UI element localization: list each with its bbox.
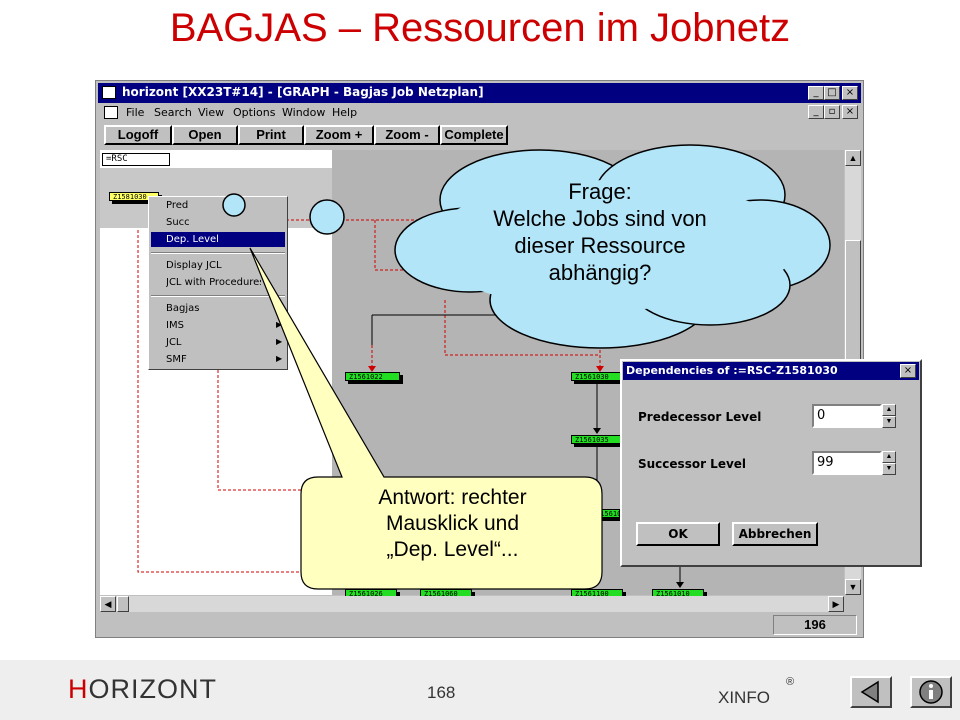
submenu-arrow-icon: ▶ <box>276 354 283 363</box>
scroll-right-button[interactable]: ▶ <box>828 596 844 612</box>
resource-search-field[interactable]: =RSC <box>102 153 170 166</box>
menu-file[interactable]: File <box>126 106 145 119</box>
child-minimize-button[interactable]: _ <box>808 105 824 119</box>
menu-item-display-jcl[interactable]: Display JCL <box>166 260 222 271</box>
horizont-logo: HORIZONT <box>68 674 217 704</box>
thought-dot <box>309 199 345 235</box>
menu-options[interactable]: Options <box>233 106 276 119</box>
dep-line <box>137 230 305 573</box>
menu-item-ims[interactable]: IMS <box>166 320 184 331</box>
context-menu-highlight <box>151 232 285 247</box>
print-button[interactable]: Print <box>238 125 304 145</box>
menu-item-smf[interactable]: SMF <box>166 354 187 365</box>
menu-item-pred[interactable]: Pred <box>166 200 189 211</box>
arrow-head <box>596 366 604 372</box>
page-number: 168 <box>427 683 456 702</box>
app-icon <box>102 86 116 99</box>
dialog-title: Dependencies of :=RSC-Z1581030 <box>626 364 838 377</box>
scroll-up-button[interactable]: ▲ <box>845 150 861 166</box>
maximize-button[interactable]: □ <box>824 86 840 100</box>
submenu-arrow-icon: ▶ <box>276 337 283 346</box>
status-counter: 196 <box>773 615 857 635</box>
slide-footer <box>0 660 960 720</box>
dep-line <box>374 220 440 271</box>
horizontal-scroll-thumb[interactable] <box>117 596 129 612</box>
open-button[interactable]: Open <box>172 125 238 145</box>
dep-line <box>444 300 600 356</box>
xinfo-logo: XINFO <box>718 688 770 707</box>
ok-button[interactable]: OK <box>636 522 720 546</box>
menu-view[interactable]: View <box>198 106 225 119</box>
menu-item-jcl-procedures[interactable]: JCL with Procedures <box>166 277 261 288</box>
scroll-left-button[interactable]: ◀ <box>100 596 116 612</box>
successor-level-input[interactable]: 99 <box>812 451 882 475</box>
job-node[interactable]: Z1561022 <box>345 372 400 381</box>
cloud-question: Frage: Welche Jobs sind von dieser Resso… <box>493 179 707 285</box>
minimize-button[interactable]: _ <box>808 86 824 100</box>
slide-title: BAGJAS – Ressourcen im Jobnetz <box>169 6 791 50</box>
predecessor-spin-up[interactable]: ▲ <box>882 404 896 416</box>
dialog-close-button[interactable]: × <box>900 364 916 378</box>
menu-separator <box>151 252 285 254</box>
thought-dot <box>222 193 246 217</box>
info-button[interactable] <box>910 676 952 708</box>
successor-spin-up[interactable]: ▲ <box>882 451 896 463</box>
triangle-left-icon <box>860 680 879 704</box>
successor-spin-down[interactable]: ▼ <box>882 463 896 475</box>
menu-help[interactable]: Help <box>332 106 358 119</box>
menu-item-dep-level[interactable]: Dep. Level <box>166 234 219 245</box>
successor-label: Successor Level <box>638 457 747 471</box>
submenu-arrow-icon: ▶ <box>276 320 283 329</box>
menu-separator <box>151 295 285 297</box>
arrow-head <box>676 582 684 588</box>
menu-item-succ[interactable]: Succ <box>166 217 190 228</box>
close-button[interactable]: × <box>842 86 858 100</box>
zoom-out-button[interactable]: Zoom - <box>374 125 440 145</box>
horizontal-scrollbar[interactable] <box>100 596 844 612</box>
registered-mark: ® <box>786 676 795 688</box>
menu-window[interactable]: Window <box>282 106 326 119</box>
info-icon <box>919 680 943 704</box>
menu-item-bagjas[interactable]: Bagjas <box>166 303 200 314</box>
complete-button[interactable]: Complete <box>440 125 508 145</box>
child-close-button[interactable]: × <box>842 105 858 119</box>
window-title: horizont [XX23T#14] - [GRAPH - Bagjas Jo… <box>122 85 484 99</box>
cancel-button[interactable]: Abbrechen <box>732 522 818 546</box>
zoom-in-button[interactable]: Zoom + <box>304 125 374 145</box>
document-icon <box>104 106 118 119</box>
scroll-down-button[interactable]: ▼ <box>845 579 861 595</box>
arrow-head <box>368 366 376 372</box>
callout-answer: Antwort: rechter Mausklick und „Dep. Lev… <box>378 486 527 561</box>
logoff-button[interactable]: Logoff <box>104 125 172 145</box>
predecessor-level-input[interactable]: 0 <box>812 404 882 428</box>
window-titlebar <box>98 83 861 103</box>
arrow-head <box>593 428 601 434</box>
dialog-titlebar <box>623 362 919 380</box>
menu-search[interactable]: Search <box>154 106 192 119</box>
predecessor-spin-down[interactable]: ▼ <box>882 416 896 428</box>
menu-item-jcl[interactable]: JCL <box>166 337 182 348</box>
predecessor-label: Predecessor Level <box>638 410 762 424</box>
back-button[interactable] <box>850 676 892 708</box>
child-restore-button[interactable]: ▫ <box>824 105 840 119</box>
